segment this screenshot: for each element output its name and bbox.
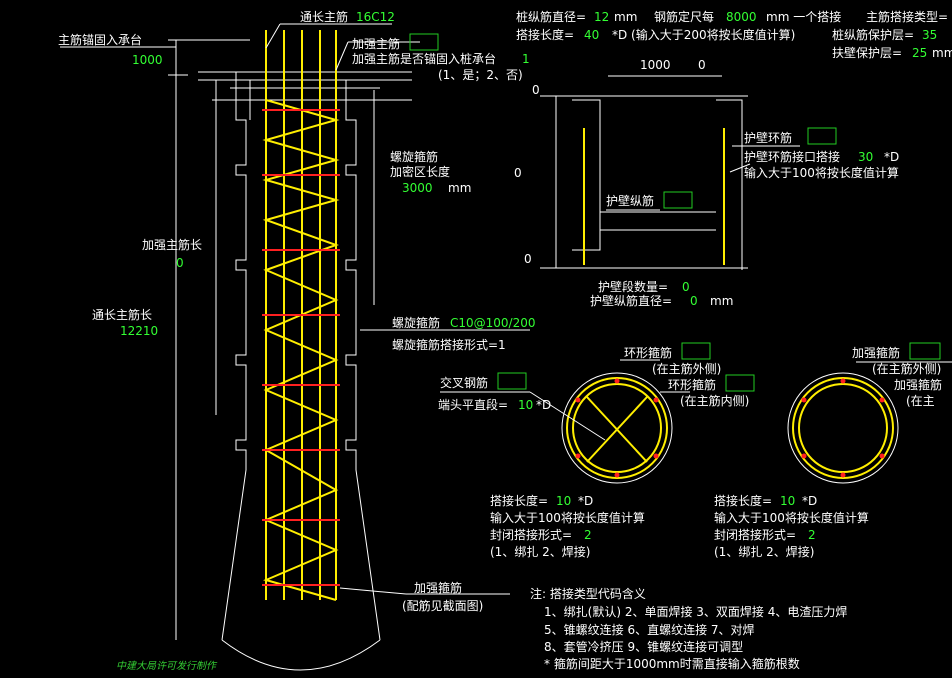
wall-long-dia-value[interactable]: 0 — [690, 294, 698, 308]
spiral-dense-label2: 加密区长度 — [390, 164, 450, 179]
wall-mid-val[interactable]: 0 — [514, 166, 522, 180]
wall-seg-label: 护壁段数量= — [598, 279, 668, 294]
outside-main-label: (在主筋外侧) — [652, 361, 721, 376]
over100-right: 输入大于100将按长度值计算 — [714, 510, 869, 525]
end-straight-label: 端头平直段= — [438, 397, 508, 412]
lap-len-right-value[interactable]: 10 — [780, 494, 795, 508]
close-lap-right-value[interactable]: 2 — [808, 528, 816, 542]
through-bar-label: 通长主筋 — [300, 9, 348, 24]
pile-outline — [198, 71, 412, 671]
anchor-label: 主筋锚固入承台 — [58, 32, 142, 47]
spiral-dense-label: 螺旋箍筋 — [390, 149, 438, 164]
wall-cover-label: 扶壁保护层= — [832, 45, 902, 60]
reinforce-len-value[interactable]: 0 — [176, 256, 184, 270]
pile-cover-value[interactable]: 35 — [922, 28, 937, 42]
reinforce-anchor-question: 加强主筋是否锚固入桩承台 — [352, 51, 496, 66]
wall-long-label: 护壁纵筋 — [606, 193, 654, 208]
section-left — [440, 359, 690, 484]
lap-type-label: 主筋搭接类型= — [866, 9, 948, 24]
wall-section — [540, 75, 800, 270]
lap-len-right-unit: *D — [802, 494, 817, 508]
reinforce-hoop-r-input[interactable] — [909, 342, 941, 360]
note-line-0: 注: 搭接类型代码含义 — [530, 586, 646, 601]
reinforce-len-label: 加强主筋长 — [142, 237, 202, 252]
close-lap-right-label: 封闭搭接形式= — [714, 527, 796, 542]
ring-lap-value[interactable]: 30 — [858, 150, 873, 164]
section-right — [787, 361, 952, 484]
spiral-spec-label: 螺旋箍筋 — [392, 315, 440, 330]
wall-cover-value[interactable]: 25 — [912, 46, 927, 60]
ring-bar-input[interactable] — [807, 127, 837, 145]
close-lap-left-value[interactable]: 2 — [584, 528, 592, 542]
pile-dia-label: 桩纵筋直径= — [516, 9, 586, 24]
note-line-2: 5、锥螺纹连接 6、直螺纹连接 7、对焊 — [544, 622, 755, 637]
note-line-4: * 箍筋间距大于1000mm时需直接输入箍筋根数 — [544, 656, 800, 671]
reinforce-hoop-label: 加强箍筋 — [414, 580, 462, 595]
inside-main-r-label: (在主 — [906, 394, 935, 408]
ring-bar-label: 护壁环筋 — [744, 130, 792, 145]
wall-bot-val[interactable]: 0 — [524, 252, 532, 266]
wall-top-val[interactable]: 0 — [532, 83, 540, 97]
fixed-len-tail: mm 一个搭接 — [766, 9, 841, 24]
through-len-value[interactable]: 12210 — [120, 324, 158, 338]
dimension-lines — [60, 23, 530, 640]
reinforce-hoop-r-label: 加强箍筋 — [852, 345, 900, 360]
reinforce-bar-label: 加强主筋 — [352, 36, 400, 51]
cross-bar-label: 交叉钢筋 — [440, 375, 488, 390]
spiral-dense-value[interactable]: 3000 — [402, 181, 433, 195]
lap-len-left-unit: *D — [578, 494, 593, 508]
wall-long-input[interactable] — [663, 191, 693, 209]
fixed-len-value[interactable]: 8000 — [726, 10, 757, 24]
ring-lap-unit: *D — [884, 150, 899, 164]
reinforce-anchor-options: (1、是；2、否) — [438, 68, 523, 82]
end-straight-unit: *D — [536, 398, 551, 412]
ring-hoop2-label: 环形箍筋 — [668, 377, 716, 392]
lap-len-tail: *D (输入大于200将按长度值计算) — [612, 27, 795, 42]
wall-long-dia-unit: mm — [710, 294, 733, 308]
note-line-3: 8、套管冷挤压 9、锥螺纹连接可调型 — [544, 639, 743, 654]
reinforce-hoops — [262, 109, 340, 586]
wall-width-2[interactable]: 0 — [698, 58, 706, 72]
ring-lap-note: 输入大于100将按长度值计算 — [744, 165, 899, 180]
reinforce-bar-input[interactable] — [409, 33, 439, 51]
inside-main-label: (在主筋内侧) — [680, 393, 749, 408]
fixed-len-label: 钢筋定尺每 — [654, 9, 714, 24]
lap-len-left-value[interactable]: 10 — [556, 494, 571, 508]
lap-len-value[interactable]: 40 — [584, 28, 599, 42]
close-opts-right: (1、绑扎 2、焊接) — [714, 544, 814, 559]
spiral-spec-value[interactable]: C10@100/200 — [450, 316, 536, 330]
reinforce-hoop-r2-label: 加强箍筋 — [894, 377, 942, 392]
cross-bar-input[interactable] — [497, 372, 527, 390]
spiral-lap-label[interactable]: 螺旋箍筋搭接形式=1 — [392, 337, 506, 352]
anchor-value[interactable]: 1000 — [132, 53, 163, 67]
close-opts-left: (1、绑扎 2、焊接) — [490, 544, 590, 559]
credit-text: 中建大局许可发行制作 — [116, 660, 218, 672]
ring-lap-label: 护壁环筋接口搭接 — [744, 149, 840, 164]
end-straight-value[interactable]: 10 — [518, 398, 533, 412]
pile-dia-value[interactable]: 12 — [594, 10, 609, 24]
pile-cover-label: 桩纵筋保护层= — [832, 27, 914, 42]
ring-hoop2-input[interactable] — [725, 374, 755, 392]
wall-width-1[interactable]: 1000 — [640, 58, 671, 72]
through-len-label: 通长主筋长 — [92, 307, 152, 322]
over100-left: 输入大于100将按长度值计算 — [490, 510, 645, 525]
wall-cover-unit: mm — [932, 46, 952, 60]
outside-main-r-label: (在主筋外侧) — [872, 361, 941, 376]
lap-len-right-label: 搭接长度= — [714, 493, 772, 508]
spiral-dense-unit: mm — [448, 181, 471, 195]
note-line-1: 1、绑扎(默认) 2、单面焊接 3、双面焊接 4、电渣压力焊 — [544, 604, 847, 619]
ring-hoop-input[interactable] — [681, 342, 711, 360]
lap-len-left-label: 搭接长度= — [490, 493, 548, 508]
lap-len-label: 搭接长度= — [516, 27, 574, 42]
section-ref-label: (配筋见截面图) — [402, 598, 483, 613]
close-lap-left-label: 封闭搭接形式= — [490, 527, 572, 542]
ring-hoop-label: 环形箍筋 — [624, 345, 672, 360]
through-bar-spec[interactable]: 16C12 — [356, 10, 395, 24]
reinforce-anchor-value[interactable]: 1 — [522, 52, 530, 66]
wall-long-dia-label: 护壁纵筋直径= — [590, 293, 672, 308]
wall-seg-value[interactable]: 0 — [682, 280, 690, 294]
pile-dia-unit: mm — [614, 10, 637, 24]
